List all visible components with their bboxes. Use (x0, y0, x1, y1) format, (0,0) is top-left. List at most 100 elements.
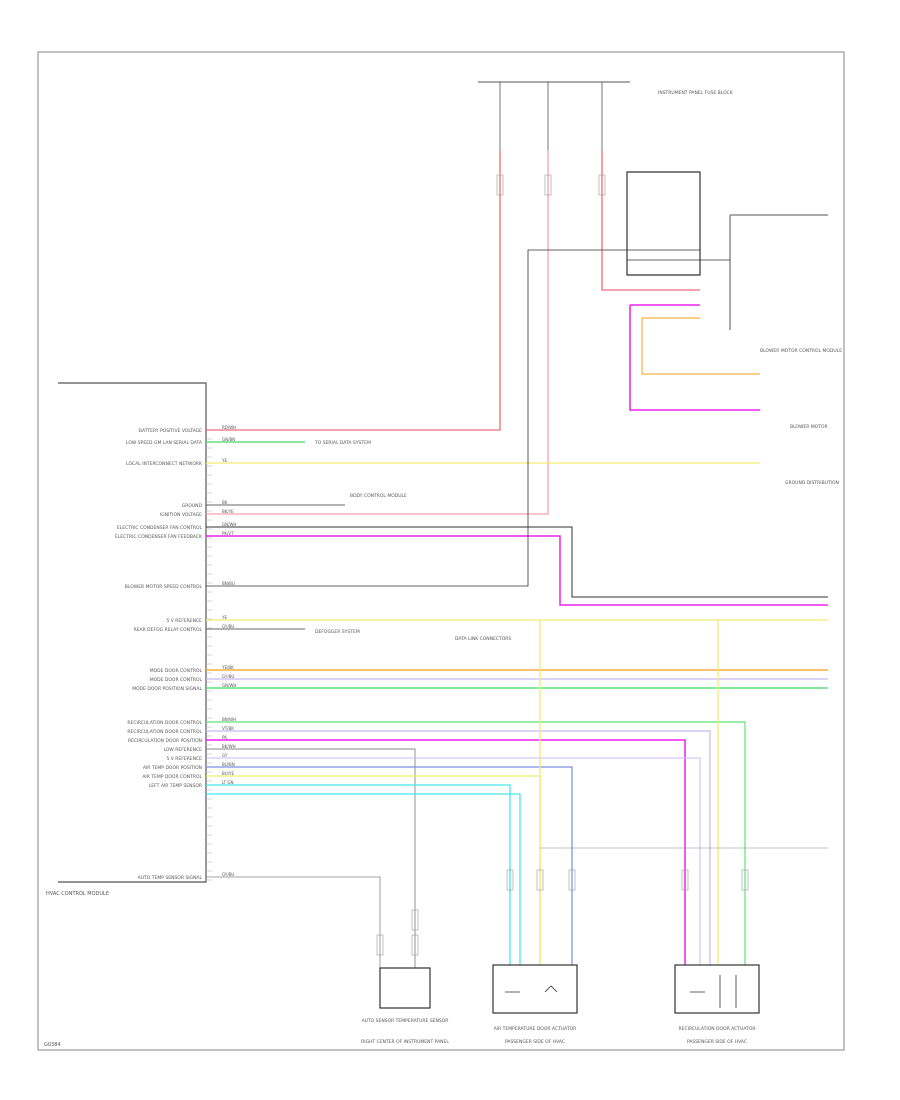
wire-code: GN/WH (222, 522, 236, 527)
wire-battery-positive (206, 150, 501, 431)
wire-code: BK/YE (222, 509, 234, 514)
actuator-right-motor-symbol (690, 975, 737, 1008)
pin-label: AUTO TEMP SENSOR SIGNAL (138, 875, 203, 881)
connector-mark (598, 174, 606, 196)
wire-recirc-position (206, 739, 686, 965)
wire-air-temp-control (206, 775, 541, 965)
wire-left-air-temp-2 (206, 793, 521, 965)
wire-code: BK/WH (222, 744, 236, 749)
wire-recirc-2 (206, 730, 711, 965)
air-temp-door-actuator (492, 964, 578, 1014)
wire-code: PK (222, 735, 227, 740)
pin-label: ELECTRIC CONDENSER FAN CONTROL (117, 525, 203, 531)
wire-code: PK/VT (222, 531, 234, 536)
wires (206, 150, 828, 968)
pin-label: GROUND (182, 503, 203, 509)
connector-mark (681, 869, 689, 891)
wire-blower-speed (206, 249, 700, 587)
wire-code: BN/BU (222, 581, 235, 586)
hvac-module-outline (58, 382, 207, 883)
wire-code: GY/BU (222, 674, 234, 679)
pin-label: LOCAL INTERCONNECT NETWORK (126, 461, 203, 467)
fuse-stubs (499, 82, 603, 150)
pin-ticks (206, 429, 212, 881)
pin-label: MODE DOOR POSITION SIGNAL (132, 686, 202, 692)
connector-mark (496, 174, 504, 196)
wire-low-ref (206, 748, 416, 968)
wire-condenser-fan (206, 526, 828, 598)
actuator-right-sub: PASSENGER SIDE OF HVAC (687, 1039, 747, 1045)
pin-label: 5 V REFERENCE (166, 756, 202, 762)
wire-code: YE (221, 458, 227, 463)
wire-code: BU/BN (222, 762, 235, 767)
connector-mark (506, 869, 514, 891)
pin-label: BLOWER MOTOR SPEED CONTROL (125, 584, 203, 590)
wire-code: LT GN (222, 780, 233, 785)
connector-mark (741, 869, 749, 891)
wire-code: GY/BU (222, 624, 234, 629)
connector-mark (536, 869, 544, 891)
sensor-left-label: AUTO SENSOR TEMPERATURE SENSOR (362, 1018, 449, 1024)
pin-label: MODE DOOR CONTROL (150, 668, 203, 674)
footer-code: G0384 (44, 1042, 61, 1048)
actuator-mid-motor-symbol (505, 985, 558, 993)
diagram-frame (37, 51, 845, 1051)
wire-code: BN/WH (222, 717, 236, 722)
pin-label: AIR TEMP DOOR CONTROL (142, 774, 202, 780)
pin-label: LOW SPEED GM LAN SERIAL DATA (126, 440, 203, 446)
blower-motor-label: BLOWER MOTOR (790, 424, 828, 430)
wire-code: GN/BN (222, 437, 235, 442)
wire-code-labels: RD/WH GN/BN YE BK BK/YE GN/WH PK/VT BN/BU YE GY/B… (221, 425, 236, 877)
wire-code: GY/BU (222, 872, 234, 877)
wire-code: RD/WH (222, 425, 236, 430)
wire-blower-feedback (641, 317, 760, 375)
pin-label: IGNITION VOLTAGE (160, 512, 202, 518)
wire-5v-ref-2 (206, 757, 701, 965)
pin-label: MODE DOOR CONTROL (150, 677, 203, 683)
actuator-mid-sub: PASSENGER SIDE OF HVAC (505, 1039, 565, 1045)
connector-mark (411, 909, 419, 931)
wire-ignition (206, 150, 549, 515)
wire-code: BK (222, 500, 228, 505)
pin-label: 5 V REFERENCE (166, 618, 202, 624)
wire-code: GY (222, 753, 228, 758)
wire-recirc-1 (206, 721, 746, 965)
actuator-mid-label: AIR TEMPERATURE DOOR ACTUATOR (494, 1026, 577, 1032)
auto-temp-sensor (379, 967, 431, 1009)
recirculation-door-actuator (674, 964, 760, 1014)
pin-label: RECIRCULATION DOOR CONTROL (127, 720, 202, 726)
module-pin-labels: BATTERY POSITIVE VOLTAGE LOW SPEED GM LAN… (115, 428, 203, 881)
blower-control-module-label: BLOWER MOTOR CONTROL MODULE (760, 348, 842, 354)
serial-data-label: TO SERIAL DATA SYSTEM (314, 440, 371, 446)
sensor-left-sub: RIGHT CENTER OF INSTRUMENT PANEL (361, 1039, 449, 1045)
wire-left-air-temp (206, 784, 511, 965)
blower-control-module-outline (626, 171, 701, 276)
connector-mark (411, 934, 419, 956)
pin-label: ELECTRIC CONDENSER FAN FEEDBACK (115, 534, 203, 540)
connector-mark (544, 174, 552, 196)
wire-condenser-feedback (206, 535, 828, 606)
pin-label: LEFT AIR TEMP SENSOR (149, 783, 202, 789)
pin-label: RECIRCULATION DOOR CONTROL (127, 729, 202, 735)
pin-label: REAR DEFOG RELAY CONTROL (134, 627, 203, 633)
body-control-module-label: BODY CONTROL MODULE (350, 493, 407, 499)
actuator-right-label: RECIRCULATION DOOR ACTUATOR (679, 1026, 756, 1032)
pin-label: BATTERY POSITIVE VOLTAGE (139, 428, 202, 434)
connector-mark (376, 934, 384, 956)
fuse-block-label: INSTRUMENT PANEL FUSE BLOCK (658, 90, 734, 96)
wire-code: BU/YE (222, 771, 234, 776)
blower-control-module-right (729, 214, 828, 330)
connector-mark (568, 869, 576, 891)
wire-blower-motor (629, 304, 760, 411)
pin-label: LOW REFERENCE (164, 747, 203, 753)
wire-fuse-blower (601, 150, 700, 291)
wire-air-temp-position (206, 766, 573, 965)
wire-code: YE (221, 615, 227, 620)
wire-code: YE/BK (221, 665, 234, 670)
pin-label: RECIRCULATION DOOR POSITION (128, 738, 202, 744)
module-name-label: HVAC CONTROL MODULE (46, 891, 109, 897)
wire-code: GN/WH (222, 683, 236, 688)
wire-auto-temp-signal (206, 876, 381, 968)
wire-code: VT/BK (222, 726, 234, 731)
pin-label: AIR TEMP DOOR POSITION (143, 765, 202, 771)
